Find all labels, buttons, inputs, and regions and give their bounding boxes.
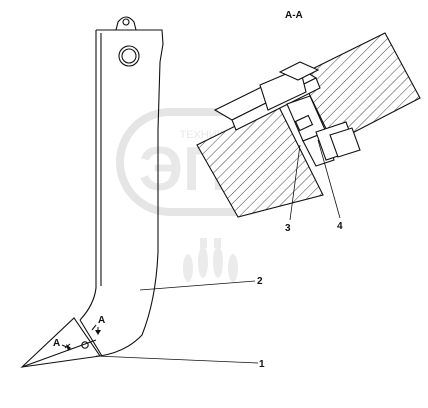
section-mark-top: А (98, 315, 105, 326)
callout-4: 4 (337, 221, 343, 232)
callouts: 1 2 3 4 (257, 221, 343, 370)
leader-4 (317, 139, 341, 219)
leader-lines (95, 139, 341, 364)
leader-2 (139, 280, 256, 291)
ripper-tine (20, 16, 164, 368)
section-shank (196, 104, 324, 218)
section-mark-bottom: А (53, 338, 60, 349)
section-holder (213, 61, 361, 167)
leader-1 (95, 355, 259, 364)
callout-2: 2 (257, 276, 263, 287)
callout-3: 3 (285, 223, 291, 234)
leader-3 (289, 144, 301, 221)
wheat-icon (183, 238, 238, 282)
section-title: А-А (285, 10, 303, 21)
section-marks: А А (53, 315, 105, 351)
callout-1: 1 (259, 359, 265, 370)
